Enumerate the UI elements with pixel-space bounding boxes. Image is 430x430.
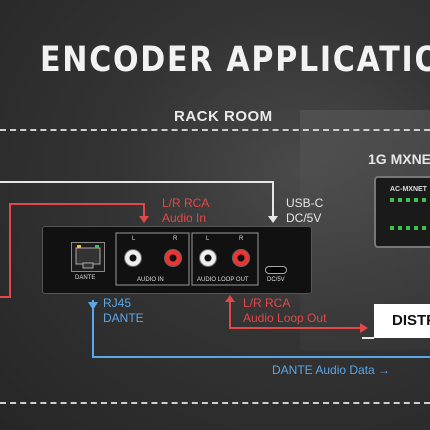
rj45-label-line2: DANTE [103,311,144,325]
rj45-port [71,242,105,272]
loop-out-r-jack [232,249,250,267]
lr-rca-loop-label-line2: Audio Loop Out [243,311,327,325]
loop-out-arrow [225,295,235,302]
rj45-label-line1: RJ45 [103,296,132,310]
audio-loop-out-label: AUDIO LOOP OUT [197,277,249,283]
loop-out-end-arrow [360,323,368,333]
lr-rca-loop-label-line1: L/R RCA [243,296,291,310]
dante-wire [92,300,430,358]
distribution-amp-box: DISTR [374,304,430,338]
audio-in-l-label: L [132,236,136,242]
mxnet-label: 1G MXNE [368,151,430,167]
mxnet-ports-icon [390,198,426,230]
audio-in-r-jack [164,249,182,267]
page-title: ENCODER APPLICATION DI [40,40,430,80]
dc5v-port-label: DC/5V [267,277,285,283]
encoder-device: DANTE L R AUDIO IN L R AUDIO LOOP OUT DC… [42,226,312,294]
rj45-port-icon [75,245,101,269]
usbc-label-line1: USB-C [286,196,324,210]
rack-room-bottom-divider [0,402,430,404]
usbc-port [265,266,287,274]
mxnet-device-label: AC-MXNET [390,186,427,193]
loop-out-l-label: L [206,236,210,242]
loop-out-wire [229,300,362,329]
loop-out-l-jack [199,249,217,267]
audio-in-arrow [139,216,149,223]
lr-rca-in-label-line2: Audio In [162,211,207,225]
usbc-arrow [268,216,278,223]
rack-room-top-divider [0,129,430,131]
usbc-wire [0,181,274,218]
usbc-label-line2: DC/5V [286,211,322,225]
dante-arrow [88,302,98,310]
loop-out-r-label: R [239,236,244,242]
audio-in-wire [0,203,145,298]
audio-in-r-label: R [173,236,178,242]
audio-in-l-jack [124,249,142,267]
dante-port-label: DANTE [75,275,96,281]
mxnet-switch: AC-MXNET [374,176,430,248]
lr-rca-in-label-line1: L/R RCA [162,196,210,210]
encoder-panel-lines [115,232,259,286]
rack-room-label: RACK ROOM [174,108,273,125]
dante-data-label: DANTE Audio Data → [272,363,391,377]
audio-in-label: AUDIO IN [137,277,164,283]
